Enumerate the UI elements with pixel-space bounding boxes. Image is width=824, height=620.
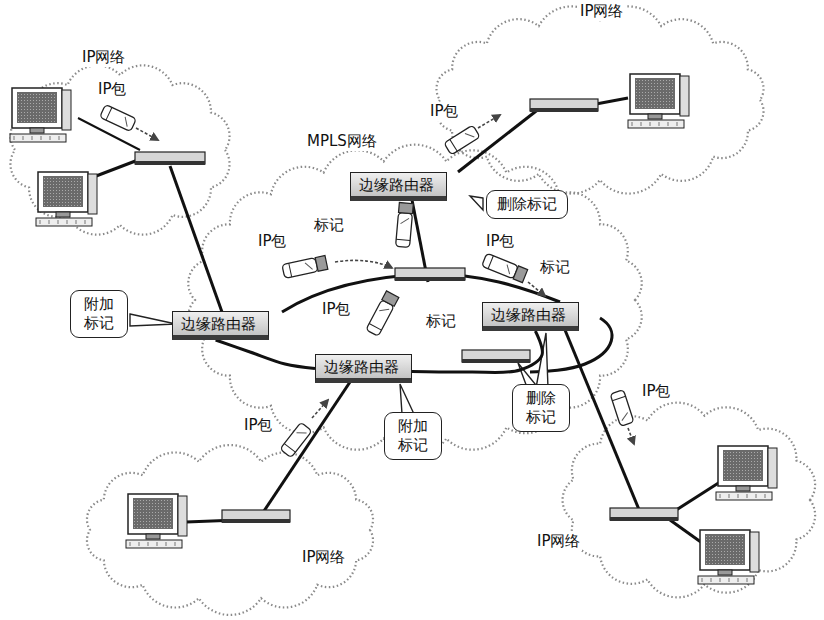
computer-icon xyxy=(126,494,187,548)
text-label: IP包 xyxy=(256,232,288,251)
node-text: 边缘路由器 xyxy=(491,306,566,325)
text-label: 标记 xyxy=(312,216,346,235)
computer-icon xyxy=(10,88,71,142)
text-label: IP网络 xyxy=(300,548,347,567)
network-cloud xyxy=(436,6,763,193)
text-label: IP网络 xyxy=(535,532,582,551)
ip-packet xyxy=(482,253,528,282)
router-icon xyxy=(395,268,465,281)
router-icon xyxy=(135,152,205,165)
network-link xyxy=(170,166,222,312)
computer-icon xyxy=(36,172,97,226)
callout-box: 附加标记 xyxy=(70,290,128,338)
ip-packet xyxy=(444,125,480,155)
ip-packet xyxy=(100,104,137,131)
text-label: 标记 xyxy=(424,312,458,331)
motion-arrow xyxy=(335,260,392,268)
text-label: IP包 xyxy=(320,300,352,319)
edge-router: 边缘路由器 xyxy=(172,311,269,340)
router-icon xyxy=(610,508,678,521)
computer-icon xyxy=(628,74,689,128)
text-label: IP网络 xyxy=(578,2,625,21)
node-text: 删除标记 xyxy=(521,389,561,427)
node-text: 附加标记 xyxy=(393,417,433,455)
node-text: 删除标记 xyxy=(497,195,557,214)
text-label: IP网络 xyxy=(80,48,127,67)
text-label: MPLS网络 xyxy=(305,132,379,151)
callout-tail xyxy=(400,384,414,414)
ip-packet xyxy=(282,256,328,279)
ip-packet xyxy=(396,202,414,247)
text-label: IP包 xyxy=(242,416,274,435)
ring-connector xyxy=(216,340,315,369)
computer-icon xyxy=(716,446,777,500)
text-label: IP包 xyxy=(96,80,128,99)
network-cloud xyxy=(10,65,229,234)
text-label: 标记 xyxy=(538,258,572,277)
callout-box: 删除标记 xyxy=(486,190,568,219)
edge-router: 边缘路由器 xyxy=(315,354,412,383)
router-icon xyxy=(462,350,530,363)
node-text: 边缘路由器 xyxy=(359,176,434,195)
ip-packet xyxy=(610,390,634,427)
text-label: IP包 xyxy=(428,102,460,121)
node-text: 边缘路由器 xyxy=(324,358,399,377)
network-link xyxy=(262,382,350,514)
node-text: 边缘路由器 xyxy=(181,315,256,334)
network-cloud xyxy=(87,445,373,615)
computer-icon xyxy=(698,530,759,584)
motion-arrow xyxy=(528,282,545,296)
text-label: IP包 xyxy=(640,382,672,401)
motion-arrow xyxy=(312,400,328,418)
ip-packet xyxy=(280,422,312,457)
edge-router: 边缘路由器 xyxy=(350,172,447,201)
callout-box: 删除标记 xyxy=(512,384,570,432)
network-cloud xyxy=(188,145,641,456)
router-icon xyxy=(530,99,598,112)
router-icon xyxy=(222,510,290,523)
network-link xyxy=(596,98,628,104)
callout-box: 附加标记 xyxy=(384,412,442,460)
node-text: 附加标记 xyxy=(79,295,119,333)
callout-tail xyxy=(470,196,483,210)
edge-router: 边缘路由器 xyxy=(482,302,579,331)
text-label: IP包 xyxy=(484,232,516,251)
callout-tail xyxy=(130,314,176,326)
network-link xyxy=(565,330,640,512)
motion-arrow xyxy=(478,115,500,128)
motion-arrow xyxy=(136,128,158,140)
ip-packet xyxy=(366,291,399,336)
network-cloud xyxy=(563,403,816,598)
ring-connector xyxy=(412,331,542,373)
motion-arrow xyxy=(628,428,634,444)
